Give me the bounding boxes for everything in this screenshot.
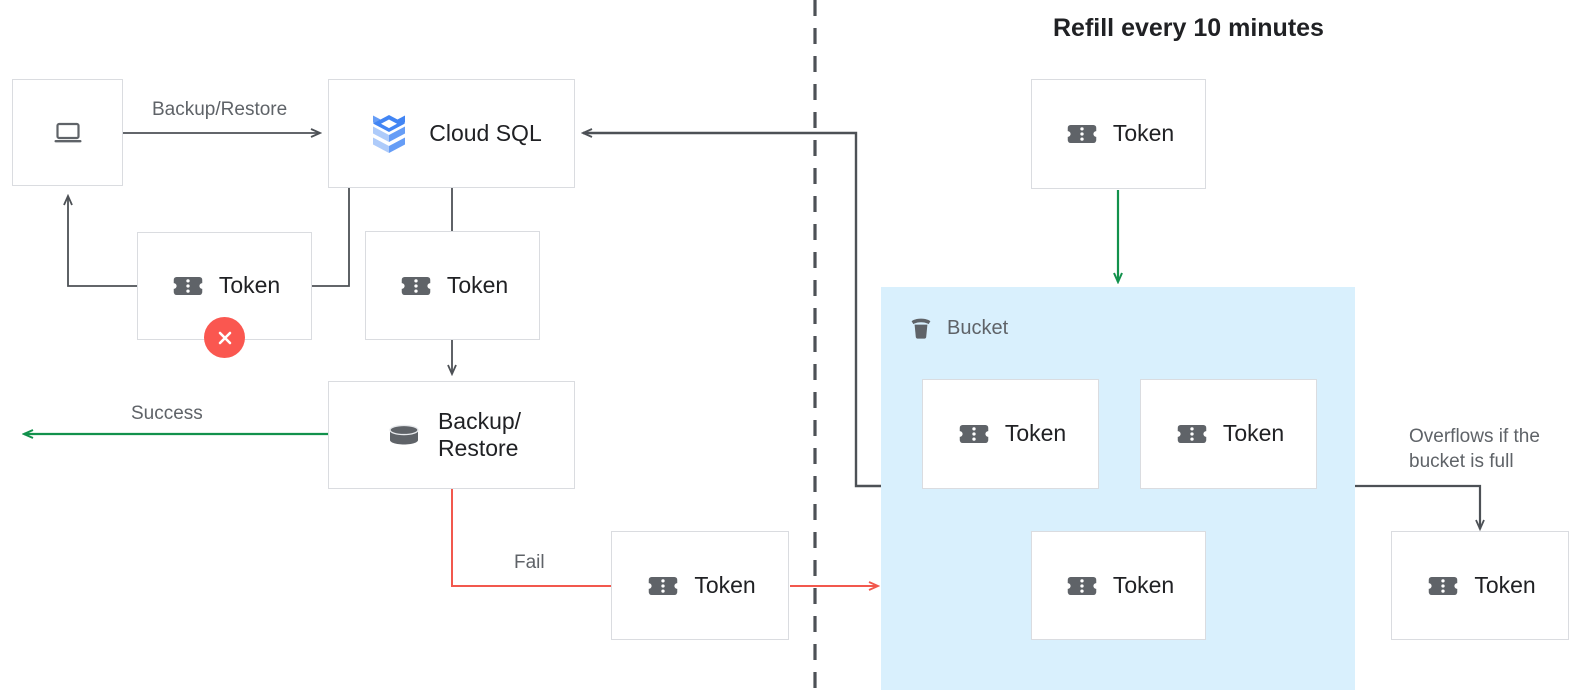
edge-label-fail: Fail [514, 552, 545, 573]
page-title: Refill every 10 minutes [1053, 14, 1324, 42]
node-token-fail-out[interactable]: Token [611, 531, 789, 640]
token-icon [397, 267, 435, 305]
bucket-title-label: Bucket [947, 316, 1009, 339]
node-cloud-sql-label: Cloud SQL [429, 119, 542, 146]
node-token-overflow-label: Token [1474, 571, 1536, 598]
token-icon [1173, 415, 1211, 453]
database-icon [382, 413, 426, 457]
node-bucket-token-3-label: Token [1112, 571, 1175, 598]
node-bucket-token-1-label: Token [1004, 420, 1067, 447]
edge-bucket-overflow [1355, 484, 1480, 529]
edge-label-success: Success [131, 403, 203, 424]
token-icon [1063, 115, 1101, 153]
token-icon [1063, 567, 1101, 605]
node-token-fail-out-label: Token [694, 571, 756, 598]
node-bucket-token-2-label: Token [1222, 420, 1285, 447]
node-bucket-token-2[interactable]: Token [1140, 379, 1317, 489]
bucket-header: Bucket [905, 312, 1008, 344]
edge-label-overflow: Overflows if the bucket is full [1409, 426, 1540, 472]
node-bucket-token-3[interactable]: Token [1031, 531, 1206, 640]
token-icon [955, 415, 993, 453]
node-token-failed-label: Token [218, 272, 281, 299]
node-token-consume[interactable]: Token [365, 231, 540, 340]
node-bucket-token-1[interactable]: Token [922, 379, 1099, 489]
node-token-refill-label: Token [1112, 120, 1175, 147]
cloud-sql-icon [361, 106, 417, 162]
node-client[interactable] [12, 79, 123, 186]
node-backup-restore-label: Backup/ Restore [437, 407, 522, 461]
laptop-icon [49, 114, 87, 152]
node-cloud-sql[interactable]: Cloud SQL [328, 79, 575, 188]
edge-label-backup-restore: Backup/Restore [152, 99, 288, 120]
token-icon [169, 267, 207, 305]
node-token-refill[interactable]: Token [1031, 79, 1206, 189]
error-x-badge [204, 317, 245, 358]
token-icon [644, 567, 682, 605]
node-backup-restore[interactable]: Backup/ Restore [328, 381, 575, 489]
edge-bucket-to-cloudsql [583, 133, 881, 488]
node-token-overflow[interactable]: Token [1391, 531, 1569, 640]
edge-cloudsql-to-failtoken [312, 188, 350, 287]
edge-failtoken-to-client [68, 196, 137, 287]
bucket-icon [905, 312, 937, 344]
token-icon [1424, 567, 1462, 605]
node-token-consume-label: Token [446, 271, 509, 298]
